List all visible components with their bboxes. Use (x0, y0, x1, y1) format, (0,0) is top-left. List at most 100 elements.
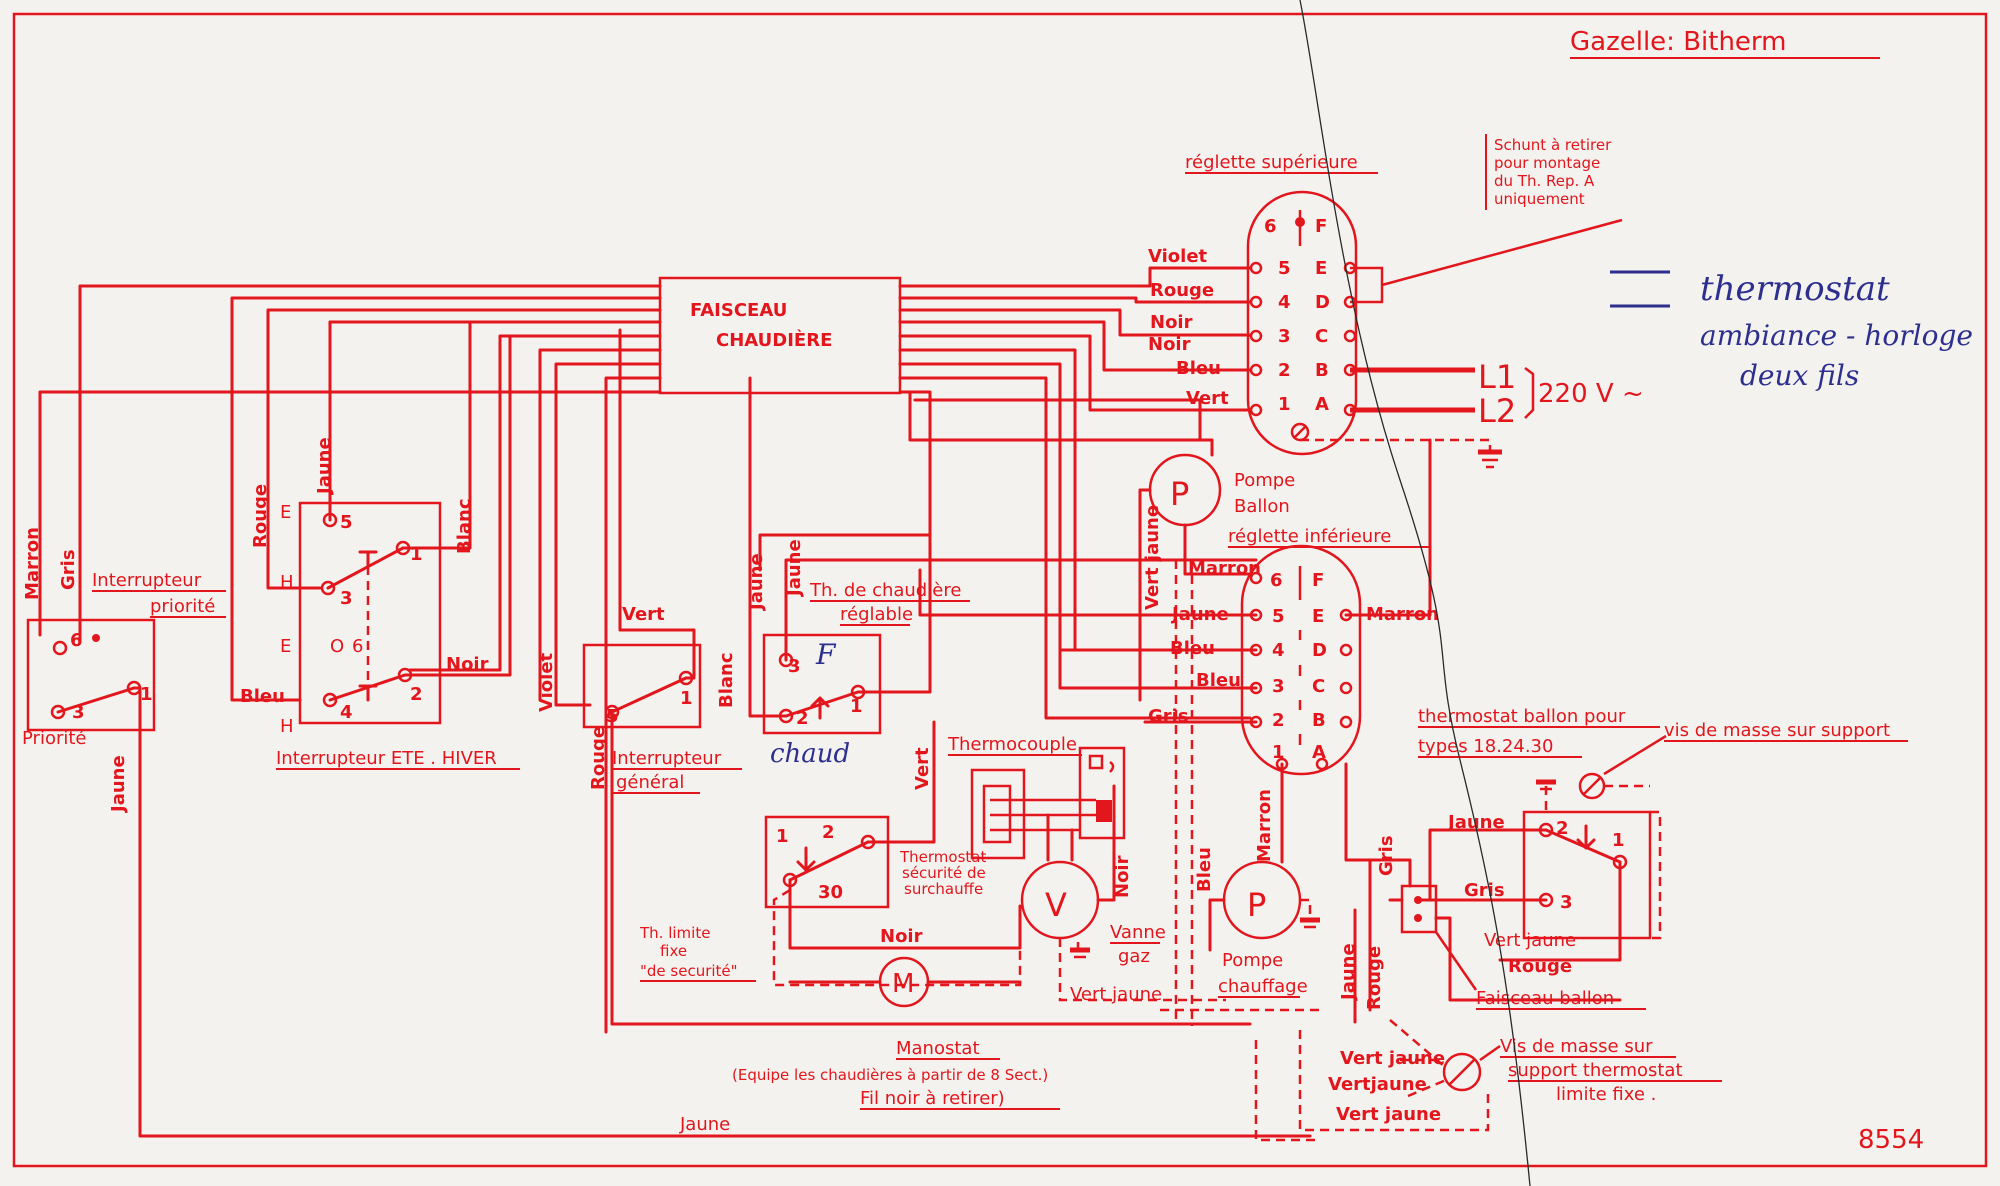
svg-text:C: C (1315, 326, 1328, 347)
wire-vertjaune-2: Vertjaune (1328, 1074, 1427, 1095)
upper-pin-1: 1 A (1249, 394, 1357, 417)
shunt-note: Schunt à retirer pour montage du Th. Rep… (1494, 136, 1612, 208)
interrupteur-general-label-2: général (616, 772, 684, 793)
lower-pin-5: 5 E (1249, 606, 1353, 627)
svg-text:1: 1 (776, 826, 789, 847)
svg-text:1: 1 (1278, 394, 1291, 415)
wire-marron-priorite: Marron (22, 527, 43, 600)
svg-text:30: 30 (818, 882, 843, 903)
wire-marron-lower: Marron (1188, 558, 1261, 579)
svg-text:F: F (1315, 216, 1327, 237)
wire-gris-priorite: Gris (58, 549, 79, 590)
svg-text:2: 2 (1556, 818, 1569, 839)
svg-text:2: 2 (796, 708, 809, 729)
faisceau-label-1: FAISCEAU (690, 300, 787, 321)
handwritten-note-2: ambiance - horloge (1700, 319, 1973, 352)
th-chaudiere-label-2: réglable (840, 604, 913, 625)
svg-text:C: C (1312, 676, 1325, 697)
svg-text:D: D (1315, 292, 1330, 313)
svg-text:6: 6 (1270, 570, 1283, 591)
svg-text:1: 1 (140, 684, 153, 705)
vis-masse-th-symbol (1442, 1052, 1482, 1092)
faisceau-label-2: CHAUDIÈRE (716, 329, 832, 351)
svg-text:5: 5 (1272, 606, 1285, 627)
wire-gris-lower: Gris (1148, 706, 1189, 727)
svg-text:D: D (1312, 640, 1327, 661)
interrupteur-ete-hiver-label: Interrupteur ETE . HIVER (276, 748, 497, 769)
upper-strip-body (1246, 190, 1358, 456)
earth-symbol-vanne (1070, 947, 1090, 959)
line-l1: L1 (1478, 358, 1516, 396)
svg-text:B: B (1315, 360, 1329, 381)
wire-violet-general: Violet (536, 652, 557, 712)
interrupteur-priorite-box (26, 618, 156, 732)
wire-noir-upper: Noir (1150, 312, 1193, 333)
upper-pin-3: 3 C (1249, 326, 1357, 347)
vis-masse-th-label-1: Vis de masse sur (1500, 1036, 1653, 1057)
wire-blanc-general: Blanc (716, 652, 737, 708)
wire-jaune-ete: Jaune (314, 437, 335, 496)
wire-vert-general: Vert (622, 604, 665, 625)
th-ballon-label-2: types 18.24.30 (1418, 736, 1553, 757)
vanne-gaz-label-1: Vanne (1110, 922, 1166, 943)
svg-text:E: E (1312, 606, 1324, 627)
svg-text:3: 3 (340, 588, 353, 609)
faisceau-ballon-connector (1400, 884, 1438, 934)
interrupteur-general-label-1: Interrupteur (612, 748, 722, 769)
svg-text:6: 6 (1264, 216, 1277, 237)
pompe-chauffage-label-1: Pompe (1222, 950, 1283, 971)
svg-text:E: E (280, 636, 291, 657)
th-limite-label-2: fixe (660, 942, 687, 960)
upper-pin-4: 4 D (1249, 292, 1357, 313)
wire-vert-upper: Vert (1186, 388, 1229, 409)
supply-voltage: 220 V ~ (1538, 379, 1644, 409)
svg-text:5: 5 (1278, 258, 1291, 279)
wire-bleu-ete: Bleu (240, 686, 285, 707)
svg-text:du Th. Rep. A: du Th. Rep. A (1494, 172, 1595, 190)
wire-jaune-th-2: Jaune (784, 539, 805, 598)
handwritten-note-1: thermostat (1700, 269, 1890, 309)
line-l2: L2 (1478, 392, 1516, 430)
manostat-label: Manostat (896, 1038, 980, 1059)
lower-pin-2: 2 B (1249, 710, 1353, 731)
svg-text:pour montage: pour montage (1494, 154, 1600, 172)
svg-text:3: 3 (1278, 326, 1291, 347)
wire-blanc-ete: Blanc (454, 498, 475, 554)
interrupteur-ete-hiver-box (298, 501, 442, 725)
th-limite-box (764, 815, 890, 909)
svg-text:3: 3 (1272, 676, 1285, 697)
wire-vert-th: Vert (912, 747, 933, 790)
wire-noir-upper-2: Noir (1148, 334, 1191, 355)
svg-text:1: 1 (1272, 742, 1285, 763)
wire-vert-jaune-vertical: Vert jaune (1142, 505, 1163, 610)
pompe-ballon-label-2: Ballon (1234, 496, 1290, 517)
svg-text:O: O (330, 636, 344, 657)
th-securite-label-3: surchauffe (904, 880, 983, 898)
svg-text:2: 2 (1278, 360, 1291, 381)
svg-text:E: E (280, 502, 291, 523)
svg-text:6: 6 (70, 630, 83, 651)
pompe-ballon-label-1: Pompe (1234, 470, 1295, 491)
svg-text:P: P (1247, 886, 1266, 924)
reference-number: 8554 (1858, 1125, 1924, 1155)
handwritten-note-3: deux fils (1740, 359, 1859, 392)
earth-symbol-ballon (1536, 779, 1556, 791)
svg-text:2: 2 (822, 822, 835, 843)
lower-pin-1: 1 A (1272, 742, 1329, 771)
svg-text:3: 3 (788, 656, 801, 677)
svg-text:Schunt à retirer: Schunt à retirer (1494, 136, 1612, 154)
th-securite-label-2: sécurité de (902, 864, 986, 882)
wire-bleu-lower-2: Bleu (1196, 670, 1241, 691)
th-chaudiere-label-1: Th. de chaudière (809, 580, 961, 601)
svg-text:V: V (1045, 886, 1067, 924)
wire-rouge-upper: Rouge (1150, 280, 1214, 301)
interrupteur-priorite-label-2: priorité (150, 596, 215, 617)
svg-text:M: M (892, 969, 914, 999)
th-chaudiere-hand-f: F (815, 638, 837, 671)
th-ballon-label-1: thermostat ballon pour (1418, 706, 1626, 727)
wire-bleu-upper: Bleu (1176, 358, 1221, 379)
th-limite-label-1: Th. limite (639, 924, 710, 942)
wire-rouge-general: Rouge (588, 726, 609, 790)
upper-pin-6: 6 F (1264, 210, 1327, 246)
